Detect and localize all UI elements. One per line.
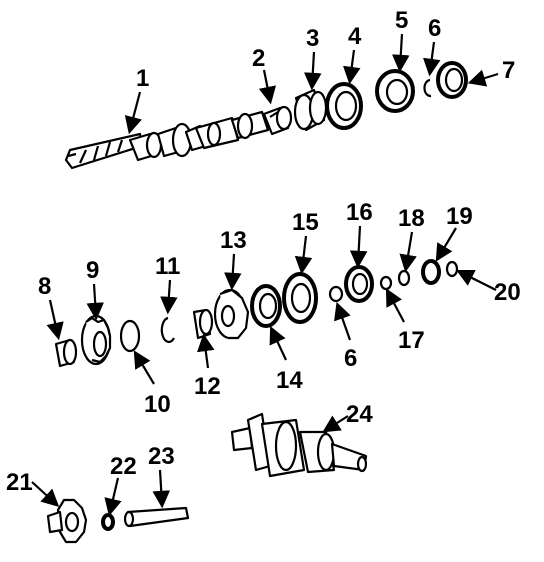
callout-22: 22 <box>110 453 137 480</box>
part-7-ring <box>436 61 468 99</box>
callout-2: 2 <box>252 45 265 72</box>
part-23-pin <box>123 506 190 528</box>
part-16-ring <box>344 265 374 303</box>
part-12-needle-bearing <box>192 308 214 340</box>
part-15-bearing <box>282 272 318 324</box>
part-20-ring <box>445 260 459 278</box>
part-22-washer <box>101 513 115 531</box>
callout-9: 9 <box>86 257 99 284</box>
part-6-ring-lower <box>328 285 344 303</box>
part-21-gear <box>46 498 88 544</box>
part-1-main-shaft <box>64 110 270 170</box>
callout-6-lower: 6 <box>344 345 357 372</box>
callout-8: 8 <box>38 273 51 300</box>
part-11-snap-ring <box>160 316 175 343</box>
callout-15: 15 <box>292 209 319 236</box>
part-4-bearing-race <box>325 82 363 130</box>
part-8-bearing <box>54 338 78 368</box>
part-2-needle-bearing <box>262 105 293 136</box>
callout-10: 10 <box>144 391 171 418</box>
leader-lines <box>31 33 499 517</box>
callout-4: 4 <box>348 23 362 50</box>
callout-12: 12 <box>194 373 221 400</box>
part-18-ring <box>397 269 411 287</box>
callout-3: 3 <box>306 25 319 52</box>
callout-13: 13 <box>220 227 247 254</box>
callout-24: 24 <box>346 401 373 428</box>
callout-20: 20 <box>494 279 521 306</box>
part-17-ring <box>379 275 393 291</box>
part-14-race <box>250 284 282 328</box>
part-24-countershaft <box>230 412 368 478</box>
callout-labels: 1 2 3 4 5 6 7 8 9 10 11 12 13 14 15 6 16… <box>6 7 521 496</box>
callout-19: 19 <box>446 203 473 230</box>
part-19-ring <box>421 259 441 285</box>
callout-23: 23 <box>148 443 175 470</box>
callout-21: 21 <box>6 469 33 496</box>
callout-11: 11 <box>155 253 180 280</box>
part-5-bearing <box>375 69 415 113</box>
part-13-gear <box>213 288 250 340</box>
callout-5: 5 <box>395 7 408 34</box>
callout-7: 7 <box>502 57 515 84</box>
part-10-ring <box>119 319 141 353</box>
callout-16: 16 <box>346 199 373 226</box>
part-6-snap-ring-upper <box>423 78 432 98</box>
callout-14: 14 <box>276 367 303 394</box>
part-9-gear <box>80 314 112 366</box>
callout-18: 18 <box>398 205 425 232</box>
part-3-bearing-cone <box>293 88 328 132</box>
callout-6-upper: 6 <box>428 15 441 42</box>
callout-17: 17 <box>398 327 425 354</box>
callout-1: 1 <box>136 65 149 92</box>
